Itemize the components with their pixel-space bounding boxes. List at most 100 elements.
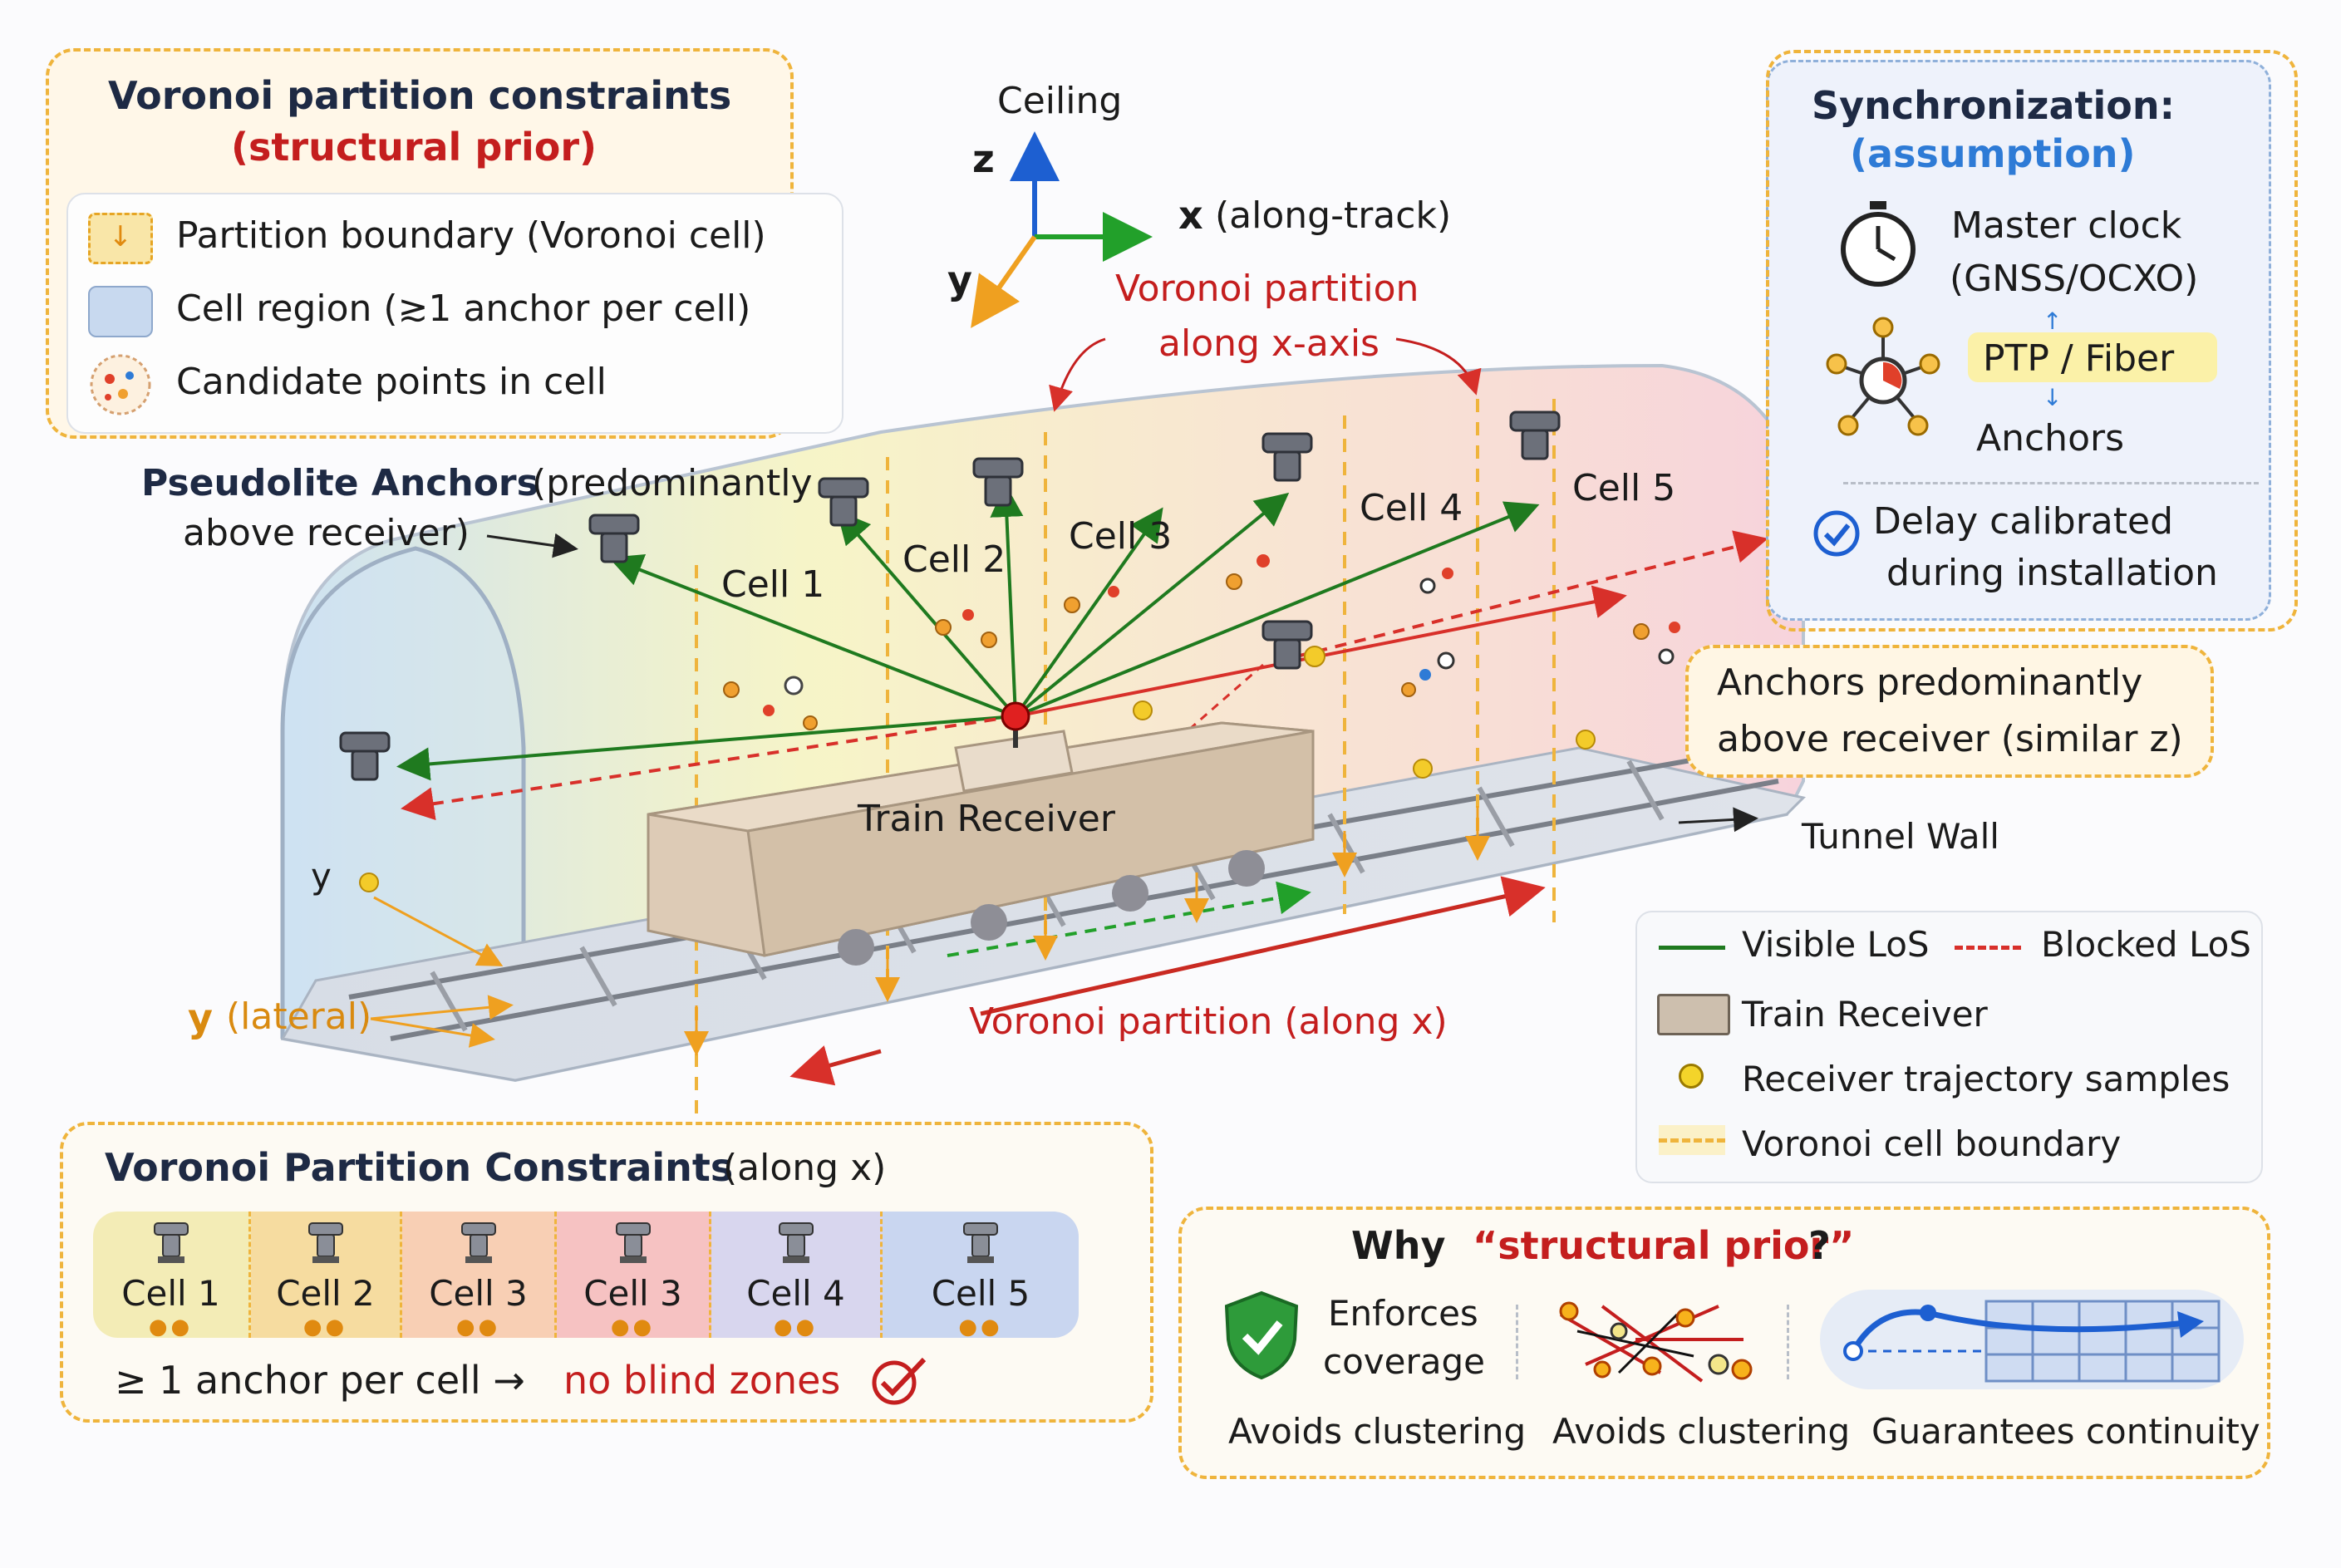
ptp-up-arrow: ↑ [2043,307,2063,335]
sync-panel-outer [1766,50,2298,632]
structural-prior-subtitle: (structural prior) [231,125,598,170]
anchor-icon [153,1222,189,1263]
constraints-footer-red: no blind zones [563,1358,841,1403]
structural-prior-title: Voronoi partition constraints [108,73,732,118]
master-clock-line2: (GNSS/OCXO) [1950,258,2199,300]
partition-boundary-icon: ↓ [88,213,153,264]
legend-train-receiver: Train Receiver [1742,994,1988,1035]
anchor-icon [588,514,640,563]
constraint-cell-label: Cell 3 [583,1273,682,1314]
shield-check-icon [1224,1290,1299,1380]
why-divider-1 [1516,1305,1518,1379]
constraints-cells-strip: Cell 1●●Cell 2●●Cell 3●●Cell 3●●Cell 4●●… [93,1212,1079,1338]
stopwatch-icon [1841,201,1916,287]
constraint-cell-points: ●● [455,1315,501,1338]
master-clock-line1: Master clock [1951,204,2182,247]
constraint-cell: Cell 5●● [883,1212,1079,1338]
constraint-cell: Cell 3●● [557,1212,711,1338]
blocked-los-ray [401,715,1016,821]
cell-3-label: Cell 3 [1069,515,1173,558]
constraint-cell-label: Cell 1 [121,1273,220,1314]
constraint-cell-label: Cell 3 [429,1273,528,1314]
enforces-line1: Enforces [1328,1293,1478,1334]
trajectory-samples [359,646,1596,892]
rail [390,779,1779,1041]
pseudolite-line2: above receiver) [183,512,470,554]
spread-points-icon [1559,1301,1753,1383]
voronoi-bottom-arrow [980,876,1546,1016]
ptp-label: PTP / Fiber [1983,337,2175,380]
check-circle-icon [1813,510,1860,557]
constraint-cell-points: ●● [773,1315,819,1338]
cell-2-label: Cell 2 [902,538,1006,581]
legend-blocked-los: Blocked LoS [2041,924,2251,965]
x-axis-note: (along-track) [1215,194,1452,237]
constraint-cell-label: Cell 2 [276,1273,375,1314]
anchor-icon [972,457,1024,507]
constraint-cell: Cell 1●● [93,1212,251,1338]
anchors-callout-line2: above receiver (similar z) [1717,718,2183,760]
pseudolite-rest: (predominantly [532,462,813,504]
blocked-los-swatch [1955,946,2021,950]
train-receiver-swatch [1657,994,1730,1035]
y-small-label: y [311,856,332,897]
constraints-title: Voronoi Partition Constraints [105,1145,734,1190]
anchor-icon [307,1222,343,1263]
cell-5-label: Cell 5 [1572,467,1676,509]
ptp-down-arrow: ↓ [2043,384,2063,411]
tunnel-wall-arrow [1678,807,1758,833]
why-divider-2 [1787,1305,1789,1379]
voronoi-top-line1: Voronoi partition [1115,268,1419,310]
anchor-icon [1261,432,1313,482]
constraint-cell-label: Cell 4 [746,1273,845,1314]
voronoi-bottom-label: Voronoi partition (along x) [969,1000,1448,1043]
cell-boundary-swatch [1659,1138,1725,1143]
sync-subtitle: (assumption) [1850,131,2136,176]
anchor-icon [460,1222,496,1263]
constraint-cell-points: ●● [958,1315,1003,1338]
constraint-cell-points: ●● [148,1315,194,1338]
constraint-cell-points: ●● [610,1315,656,1338]
legend-partition-boundary: Partition boundary (Voronoi cell) [176,214,766,257]
z-axis-label: z [972,136,995,181]
y-lateral-rest: (lateral) [226,995,372,1038]
constraint-cell: Cell 4●● [711,1212,883,1338]
cell-region-icon [88,286,153,337]
sync-title: Synchronization: [1812,83,2175,128]
legend-candidate-points: Candidate points in cell [176,361,607,403]
anchor-icon [818,477,869,527]
anchors-callout [1685,645,2214,778]
constraint-cell: Cell 3●● [402,1212,557,1338]
blocked-los-ray [1296,530,1768,658]
legend-cell-boundary: Voronoi cell boundary [1742,1123,2122,1164]
y-lateral-arrows [370,896,514,1048]
visible-los-rays [396,484,1540,781]
network-hub-icon [1826,317,1940,436]
why-caption-1: Avoids clustering [1228,1411,1527,1452]
constraint-cell-label: Cell 5 [931,1273,1030,1314]
voronoi-top-arrow-right [1395,337,1482,396]
pseudolite-bold: Pseudolite Anchors [141,462,539,504]
sync-divider [1843,482,2259,484]
anchors-callout-line1: Anchors predominantly [1717,661,2143,704]
why-title-end: ? [1808,1223,1831,1268]
pseudolite-callout-arrow [486,533,578,558]
cell-4-label: Cell 4 [1360,487,1463,529]
why-title-red: “structural prior” [1473,1223,1855,1268]
anchor-icon [778,1222,814,1263]
why-caption-3: Guarantees continuity [1871,1411,2260,1452]
y-lateral-bold: y [188,995,213,1040]
cell-1-label: Cell 1 [721,563,825,606]
constraint-cell-points: ●● [302,1315,348,1338]
legend-visible-los: Visible LoS [1742,924,1930,965]
voronoi-top-arrow-left [1049,337,1106,412]
candidate-points [723,554,1680,730]
green-dashed-arrow [947,881,1311,957]
anchor-icon [963,1222,998,1263]
pseudolite-anchors [339,410,1561,781]
legend-panel [1635,911,2263,1183]
anchor-icon [1261,620,1313,670]
enforces-line2: coverage [1323,1341,1485,1382]
visible-los-swatch [1659,946,1725,950]
delay-line1: Delay calibrated [1873,500,2174,543]
